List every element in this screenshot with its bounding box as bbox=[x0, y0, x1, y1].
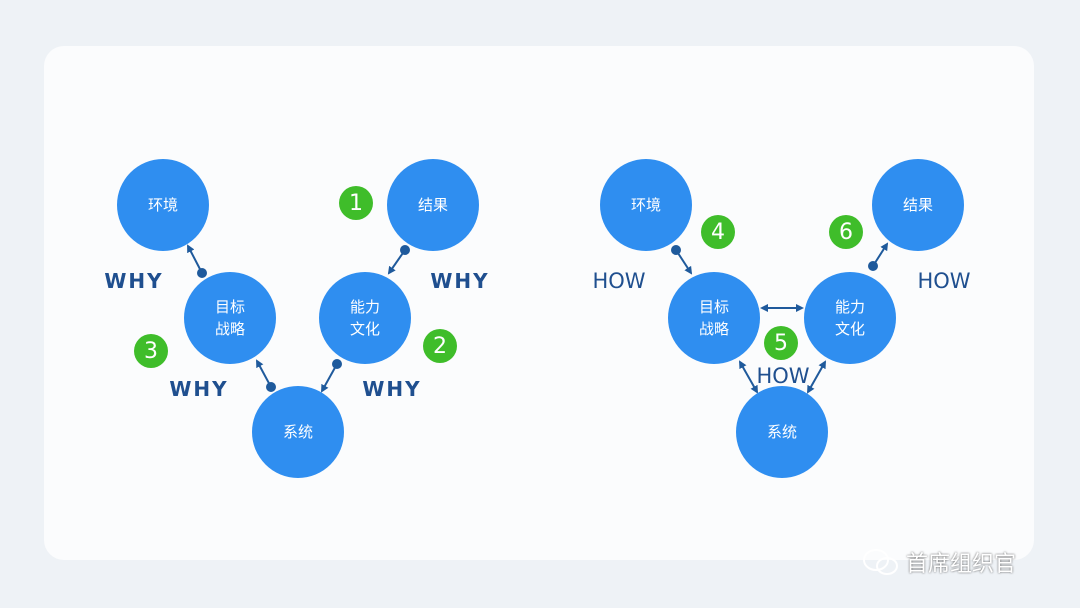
arrow-goal-system bbox=[739, 360, 758, 394]
watermark-text: 首席组织官 bbox=[906, 552, 1017, 577]
step-badge-5: 5 bbox=[764, 326, 798, 360]
wechat-icon bbox=[863, 549, 898, 575]
arrow-capability-to-system bbox=[321, 363, 338, 393]
step-badge-6: 6 bbox=[829, 215, 863, 249]
node-capability-left: 能力 文化 bbox=[319, 272, 411, 364]
node-env-left: 环境 bbox=[117, 159, 209, 251]
step-badge-4: 4 bbox=[701, 215, 735, 249]
how-label: HOW bbox=[917, 269, 971, 293]
why-label: WHY bbox=[362, 377, 422, 401]
step-badge-1: 1 bbox=[339, 186, 373, 220]
node-goal-right: 目标 战略 bbox=[668, 272, 760, 364]
step-badge-3: 3 bbox=[134, 334, 168, 368]
node-result-right: 结果 bbox=[872, 159, 964, 251]
node-result-left: 结果 bbox=[387, 159, 479, 251]
why-label: WHY bbox=[430, 269, 490, 293]
node-capability-right: 能力 文化 bbox=[804, 272, 896, 364]
why-label: WHY bbox=[104, 269, 164, 293]
node-env-right: 环境 bbox=[600, 159, 692, 251]
how-label: HOW bbox=[756, 364, 810, 388]
node-system-right: 系统 bbox=[736, 386, 828, 478]
arrow-goal-to-env bbox=[187, 244, 203, 274]
arrow-capability-system bbox=[807, 360, 826, 394]
why-label: WHY bbox=[169, 377, 229, 401]
how-label: HOW bbox=[592, 269, 646, 293]
node-goal-left: 目标 战略 bbox=[184, 272, 276, 364]
node-system-left: 系统 bbox=[252, 386, 344, 478]
watermark: 首席组织官 bbox=[862, 546, 1016, 578]
step-badge-2: 2 bbox=[423, 329, 457, 363]
